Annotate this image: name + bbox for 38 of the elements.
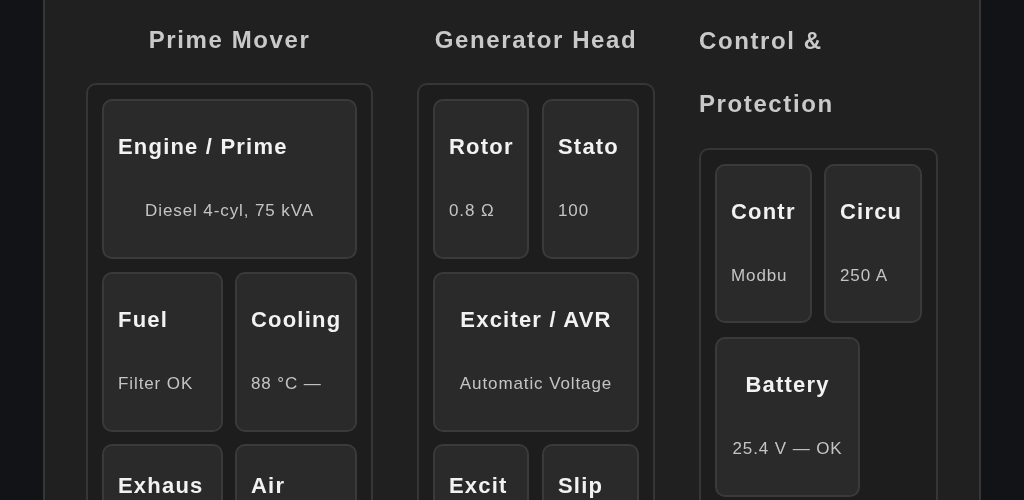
component-card [433, 99, 529, 259]
card-value: Modbu [731, 265, 788, 287]
component-card [102, 272, 223, 432]
component-card [542, 99, 639, 259]
card-title: Contr [731, 198, 796, 226]
column-heading: Prime Mover [148, 25, 311, 55]
card-value: Filter OK [118, 373, 194, 395]
component-card [433, 272, 639, 432]
component-card [433, 444, 529, 500]
column-heading: Control & Protection [699, 26, 835, 119]
card-title: Fuel [118, 306, 169, 334]
card-value: 0.8 Ω [449, 200, 495, 222]
card-title: Circu [840, 198, 903, 226]
component-card [715, 164, 812, 323]
component-card [715, 337, 860, 497]
card-title: Engine / Prime [118, 133, 288, 161]
card-title: Slip [558, 474, 604, 498]
component-card [102, 444, 223, 500]
card-value: 88 °C — [251, 373, 322, 395]
card-title: Cooling [251, 306, 342, 334]
column-heading: Generator Head [434, 25, 638, 55]
card-title: Excit [449, 474, 508, 498]
card-title: Stato [558, 133, 619, 161]
component-card [235, 444, 357, 500]
component-card [542, 444, 639, 500]
component-card [824, 164, 922, 323]
component-card [102, 99, 357, 259]
card-value: Diesel 4-cyl, 75 kVA [145, 200, 314, 222]
card-title: Rotor [449, 133, 514, 161]
card-title: Exhaus [118, 474, 204, 498]
card-value: 100 [558, 200, 590, 222]
card-value: 250 A [840, 265, 888, 287]
component-card [235, 272, 357, 432]
card-value: 25.4 V — OK [732, 438, 843, 460]
card-title: Battery [745, 371, 830, 399]
card-title: Exciter / AVR [460, 306, 612, 334]
card-value: Automatic Voltage [459, 373, 613, 395]
card-title: Air [251, 474, 286, 498]
